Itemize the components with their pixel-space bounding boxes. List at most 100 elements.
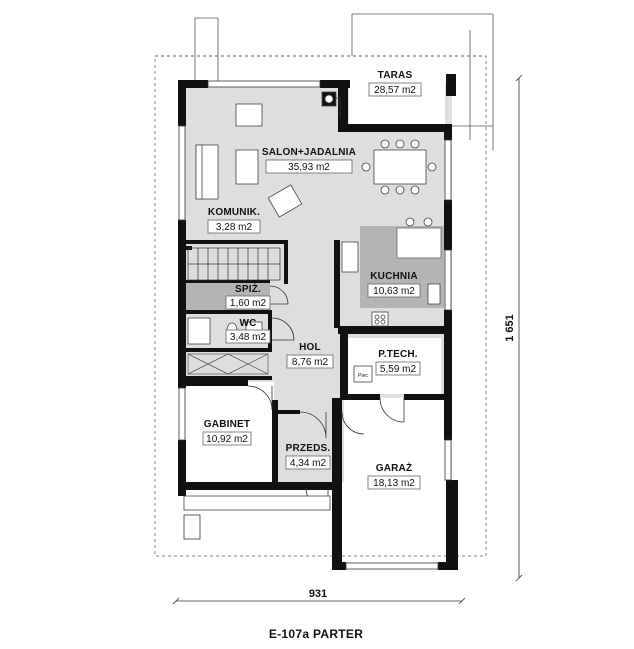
wall-terrace-left bbox=[338, 88, 348, 132]
wall-east-mid bbox=[444, 200, 452, 250]
room-name-przeds: PRZEDS. bbox=[286, 443, 331, 454]
wall-east-top bbox=[444, 128, 452, 140]
room-name-taras: TARAS bbox=[378, 70, 413, 81]
room-area-gabinet: 10,92 m2 bbox=[206, 434, 248, 445]
floor-entrance-step bbox=[184, 486, 330, 544]
chair bbox=[380, 185, 390, 195]
area-box-spiz bbox=[225, 295, 271, 310]
armchair-1 bbox=[235, 103, 263, 127]
wall-east-low bbox=[444, 310, 452, 440]
room-name-hol: HOL bbox=[299, 342, 321, 353]
wall-komunik bbox=[184, 240, 288, 244]
door-przeds bbox=[299, 411, 327, 439]
room-name-salon: SALON+JADALNIA bbox=[262, 147, 356, 158]
chair bbox=[361, 162, 371, 172]
wall-west-top bbox=[178, 80, 186, 126]
room-area-hol: 8,76 m2 bbox=[292, 357, 329, 368]
door-ptech bbox=[379, 397, 405, 423]
wall-south-gab bbox=[178, 482, 280, 490]
room-area-salon: 35,93 m2 bbox=[288, 162, 330, 173]
shower bbox=[187, 317, 211, 345]
wall-ptech-bottom-l bbox=[340, 394, 380, 400]
staircase bbox=[187, 247, 281, 281]
boiler-label: Piec bbox=[358, 373, 368, 379]
wall-north-mid bbox=[320, 80, 350, 88]
chair bbox=[427, 162, 437, 172]
wall-east-garage bbox=[446, 480, 458, 570]
wall-kitchen-bottom bbox=[338, 326, 450, 334]
wall-spiz-top bbox=[184, 280, 270, 283]
dim-width-label: 931 bbox=[309, 588, 327, 600]
stove-burner bbox=[380, 314, 386, 320]
wall-terrace-corner bbox=[346, 124, 452, 132]
chair bbox=[410, 185, 420, 195]
room-name-wc: WC bbox=[239, 318, 256, 329]
area-box-taras bbox=[368, 82, 422, 97]
room-area-taras: 28,57 m2 bbox=[374, 85, 416, 96]
door-spiz bbox=[269, 285, 289, 305]
wall-przeds-top bbox=[276, 410, 300, 414]
area-box-gabinet bbox=[202, 431, 252, 446]
wall-wc-bottom bbox=[184, 348, 272, 352]
dim-height-tick-t bbox=[515, 74, 523, 82]
room-area-kuchnia: 10,63 m2 bbox=[373, 286, 415, 297]
coffee-table bbox=[235, 149, 259, 185]
armchair-2 bbox=[267, 184, 303, 218]
furniture bbox=[183, 91, 441, 511]
wall-west-mid bbox=[178, 220, 186, 388]
room-name-garaz: GARAŻ bbox=[376, 461, 413, 474]
door-garage bbox=[341, 411, 365, 435]
window-entrance bbox=[183, 514, 201, 540]
dim-width-tick-r bbox=[458, 597, 466, 605]
stove-burner bbox=[380, 319, 386, 325]
floor-kitchen-counter bbox=[396, 227, 442, 259]
window-west-2 bbox=[178, 387, 186, 441]
window-garage-door bbox=[345, 562, 439, 570]
sofa-back bbox=[195, 144, 203, 200]
window-west-1 bbox=[178, 125, 186, 221]
wall-hall-closet bbox=[184, 376, 272, 380]
closet-diag-2 bbox=[187, 353, 229, 375]
dimension-height bbox=[515, 74, 523, 582]
room-area-ptech: 5,59 m2 bbox=[380, 364, 417, 375]
dim-height-tick-b bbox=[515, 574, 523, 582]
chair bbox=[395, 185, 405, 195]
area-box-ptech bbox=[375, 361, 421, 376]
window-east-1 bbox=[444, 139, 452, 201]
wall-north-left bbox=[178, 80, 208, 88]
room-name-spiz: SPIŻ. bbox=[235, 282, 261, 295]
room-area-wc: 3,48 m2 bbox=[230, 332, 267, 343]
room-name-ptech: P.TECH. bbox=[378, 349, 418, 360]
hall-closet bbox=[187, 353, 269, 375]
bar-stool bbox=[405, 217, 415, 227]
room-name-komunik: KOMUNIK. bbox=[208, 207, 260, 218]
area-box-garaz bbox=[367, 475, 421, 490]
wall-przeds-south bbox=[276, 482, 332, 490]
wall-terrace-post bbox=[446, 74, 456, 96]
wall-ptech-bottom-r bbox=[404, 394, 448, 400]
wall-kitchen-left bbox=[334, 240, 340, 328]
door-gabinet bbox=[247, 385, 273, 411]
sink bbox=[427, 283, 441, 305]
dimension-width bbox=[172, 597, 466, 605]
window-east-3 bbox=[444, 439, 452, 481]
wall-garage-west bbox=[332, 398, 342, 568]
stove-burner bbox=[374, 319, 380, 325]
wall-gab-right bbox=[272, 400, 278, 486]
dim-height-label: 1 651 bbox=[504, 314, 516, 342]
entrance-step bbox=[183, 495, 331, 511]
wall-garage-south-l bbox=[332, 562, 346, 570]
area-box-komunik bbox=[207, 219, 261, 234]
windows bbox=[178, 80, 452, 570]
chair bbox=[380, 139, 390, 149]
outline-dashed bbox=[154, 55, 487, 557]
room-name-gabinet: GABINET bbox=[204, 419, 250, 430]
wall-ptech-left bbox=[340, 330, 348, 400]
window-east-2 bbox=[444, 249, 452, 311]
area-box-kuchnia bbox=[367, 283, 421, 298]
dining-table bbox=[373, 149, 427, 185]
area-box-salon bbox=[265, 159, 353, 174]
area-box-hol bbox=[286, 354, 334, 369]
room-name-kuchnia: KUCHNIA bbox=[370, 271, 418, 282]
